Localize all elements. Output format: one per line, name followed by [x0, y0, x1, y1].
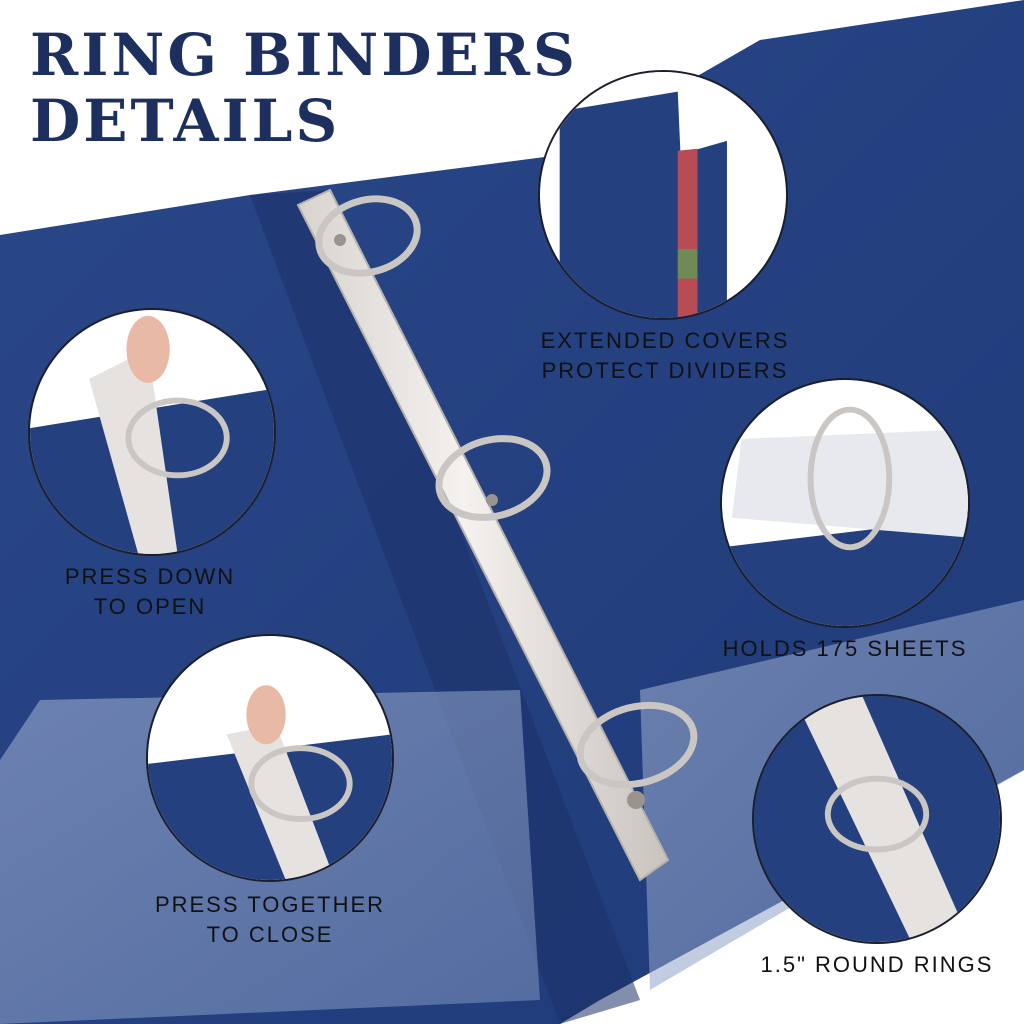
callout-press-down: PRESS DOWN TO OPEN — [20, 562, 280, 622]
callout-holds-sheets: HOLDS 175 SHEETS — [700, 634, 990, 664]
callout-press-down-line-2: TO OPEN — [93, 594, 207, 619]
callout-press-together: PRESS TOGETHER TO CLOSE — [124, 890, 416, 950]
callout-press-together-line-1: PRESS TOGETHER — [154, 892, 386, 917]
callout-press-together-line-2: TO CLOSE — [206, 922, 334, 947]
callout-extended-covers-line-1: EXTENDED COVERS — [540, 328, 790, 353]
detail-circle-press-together — [146, 634, 394, 882]
binder-spine — [250, 190, 640, 1024]
callout-holds-sheets-line-1: HOLDS 175 SHEETS — [722, 636, 968, 661]
callout-extended-covers: EXTENDED COVERS PROTECT DIVIDERS — [520, 326, 810, 386]
callout-press-down-line-1: PRESS DOWN — [64, 564, 236, 589]
detail-circle-round-rings — [752, 694, 1002, 944]
title-line-2: DETAILS — [30, 87, 341, 155]
ring-mechanism — [296, 188, 698, 882]
ring-top — [315, 195, 421, 277]
page-title: RING BINDERS DETAILS — [30, 22, 578, 154]
title-line-1: RING BINDERS — [30, 21, 578, 89]
ring-bottom — [576, 701, 698, 789]
detail-circle-press-down — [28, 308, 276, 556]
callout-extended-covers-line-2: PROTECT DIVIDERS — [541, 358, 789, 383]
callout-round-rings-line-1: 1.5" ROUND RINGS — [760, 952, 994, 977]
ring-middle — [435, 435, 551, 521]
detail-circle-extended-covers — [538, 70, 788, 320]
detail-circle-holds-sheets — [720, 378, 970, 628]
callout-round-rings: 1.5" ROUND RINGS — [738, 950, 1016, 980]
